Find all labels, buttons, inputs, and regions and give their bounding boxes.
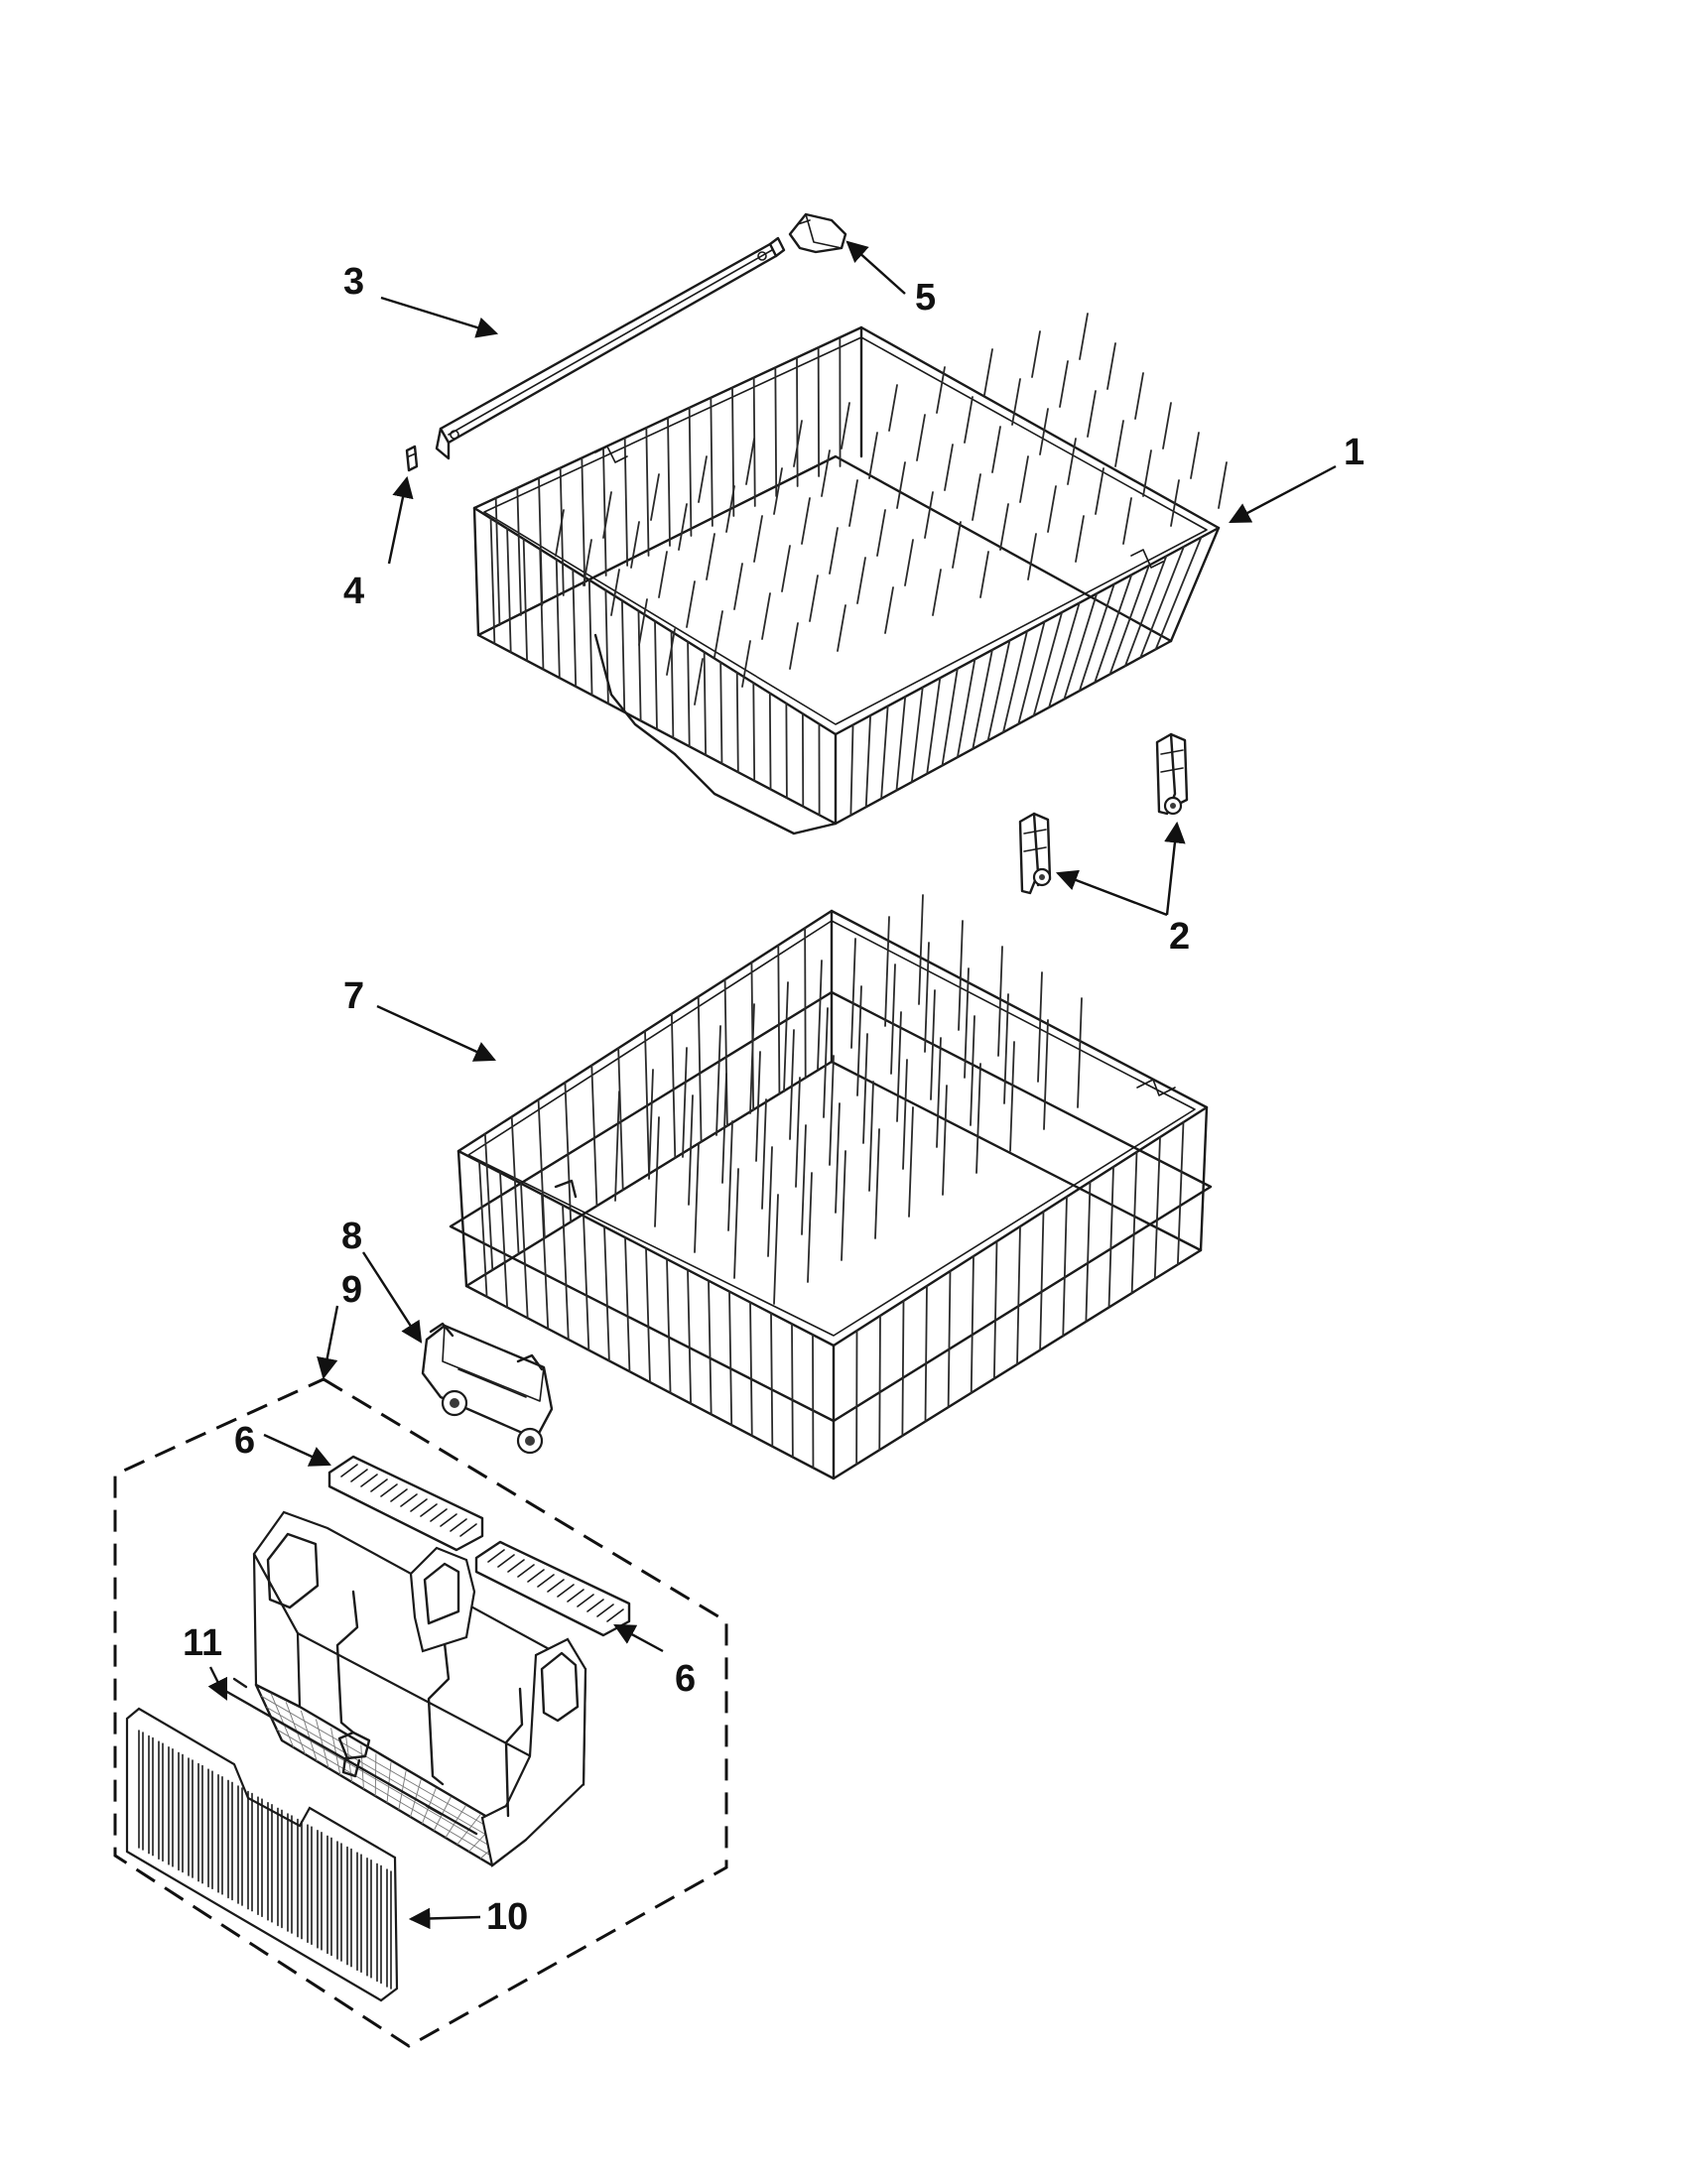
callout-labels: 3 4 5 1 2 7 8 9 6 6 11 10 <box>183 261 1364 1938</box>
rack-rail-part <box>435 236 786 460</box>
wheel-carriage-part <box>421 1322 554 1455</box>
callout-5: 5 <box>915 277 936 319</box>
callout-8: 8 <box>341 1216 362 1257</box>
callout-4: 4 <box>343 571 364 612</box>
callout-7: 7 <box>343 975 364 1017</box>
callout-3: 3 <box>343 261 364 303</box>
leader-11 <box>207 1666 228 1701</box>
callout-11: 11 <box>183 1622 222 1664</box>
basket-kit-outline <box>113 1377 728 2048</box>
rail-end-cap-part <box>788 212 847 254</box>
leader-lines <box>207 240 1337 1930</box>
silverware-basket-part <box>252 1510 587 1867</box>
leader-5 <box>845 240 906 295</box>
callout-9: 9 <box>341 1269 362 1311</box>
upper-rack-part <box>472 313 1228 835</box>
leader-2a <box>1055 869 1168 917</box>
callout-10: 10 <box>486 1896 528 1938</box>
leader-6a <box>263 1433 331 1467</box>
basket-cover-part-right <box>474 1540 631 1637</box>
basket-cover-part-left <box>327 1455 484 1552</box>
leader-1 <box>1229 464 1337 524</box>
rack-adjuster-part <box>1018 732 1189 895</box>
leader-9 <box>317 1305 339 1380</box>
leader-7 <box>376 1004 496 1062</box>
callout-6-left: 6 <box>234 1420 255 1462</box>
leader-2b <box>1164 821 1186 916</box>
callout-6-right: 6 <box>675 1658 696 1700</box>
basket-lid-part <box>125 1707 399 2002</box>
rail-clip-part <box>405 445 419 472</box>
basket-lid-hinge-part <box>216 1677 478 1836</box>
leader-10 <box>408 1907 481 1930</box>
leader-3 <box>380 296 499 338</box>
leader-6b <box>613 1623 664 1653</box>
callout-1: 1 <box>1344 432 1364 473</box>
leader-8 <box>361 1251 423 1344</box>
lower-rack-part <box>449 894 1213 1480</box>
leader-4 <box>387 475 414 565</box>
callout-2: 2 <box>1169 916 1190 958</box>
